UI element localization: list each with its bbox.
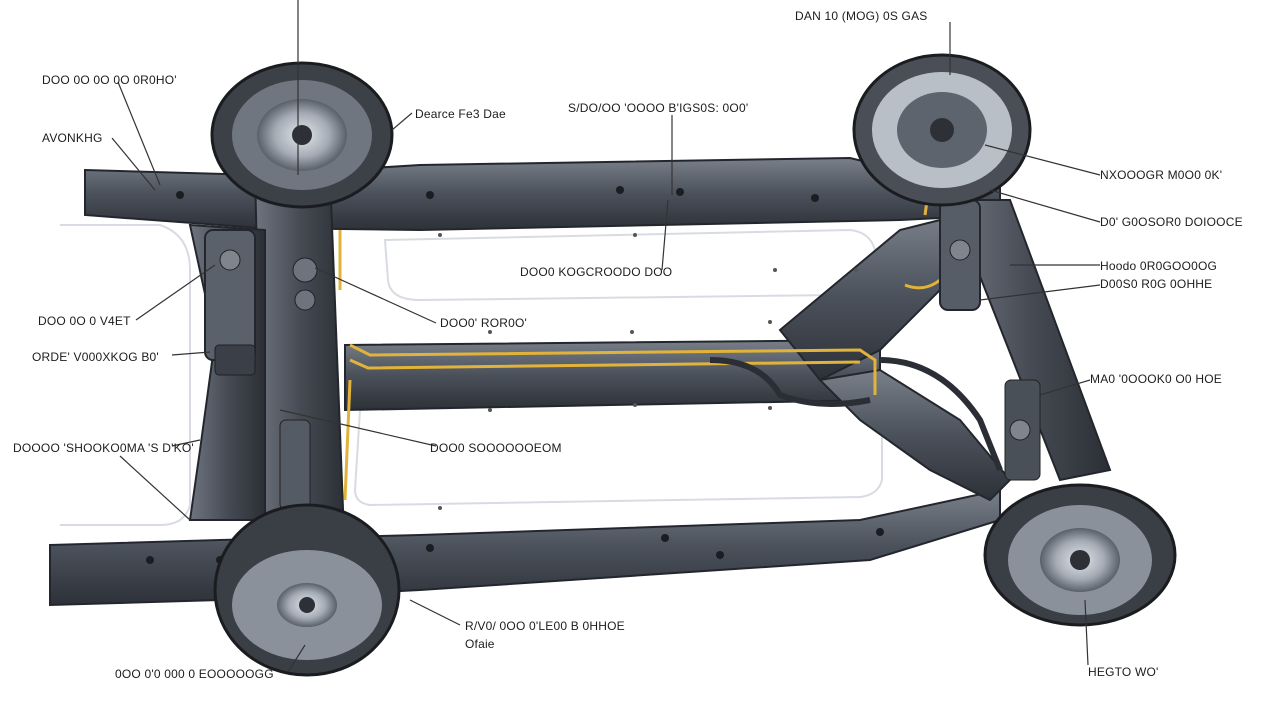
- label-left-1: DOO 0O 0O 0O 0R0HO': [42, 73, 177, 87]
- label-bottom-center-line2: Ofaie: [465, 637, 495, 651]
- label-center-1: Dearce Fe3 Dae: [415, 107, 506, 121]
- label-bottom-right: HEGTO WO': [1088, 665, 1159, 679]
- label-right-4: MA0 '0OOOK0 O0 HOE: [1090, 372, 1222, 386]
- label-center-2: S/DO/OO 'OOOO B'IGS0S: 0O0': [568, 101, 749, 115]
- label-left-3: DOO 0O 0 V4ET: [38, 314, 131, 328]
- label-right-2: D0' G0OSOR0 DOIOOCE: [1100, 215, 1243, 229]
- front-bottom-wheel: [213, 503, 401, 677]
- label-bottom-left: 0OO 0'0 000 0 EOOOOOGG: [115, 667, 274, 681]
- label-right-1: NXOOOGR M0O0 0K': [1100, 168, 1223, 182]
- leader-lines: [111, 0, 1101, 673]
- rear-right-top-wheel: [852, 53, 1032, 207]
- label-left-4: ORDE' V000XKOG B0': [32, 350, 159, 364]
- label-right-3-line2: D00S0 R0G 0OHHE: [1100, 277, 1213, 291]
- label-left-5: DOOOO 'SHOOKO0MA 'S D'KO': [13, 441, 194, 455]
- label-center-4: DOO0' ROR0O': [440, 316, 527, 330]
- front-suspension-left: [204, 229, 318, 511]
- label-center-5: DOO0 SOOOOOOEOM: [430, 441, 562, 455]
- front-left-wheel: [210, 61, 394, 209]
- fuel-lines: [338, 179, 952, 501]
- label-bottom-center-line1: R/V0/ 0OO 0'LE00 B 0HHOE: [465, 619, 625, 633]
- rear-bottom-wheel: [983, 483, 1177, 627]
- label-top-center: DAN 10 (MOG) 0S GAS: [795, 9, 928, 23]
- label-right-3-line1: Hoodo 0R0GOO0OG: [1100, 259, 1218, 273]
- label-left-2: AVONKHG: [42, 131, 103, 145]
- cable-harness: [709, 357, 1003, 472]
- rear-suspension-right: [939, 199, 1041, 481]
- label-center-3: DOO0 KOGCROODO DOO: [520, 265, 673, 279]
